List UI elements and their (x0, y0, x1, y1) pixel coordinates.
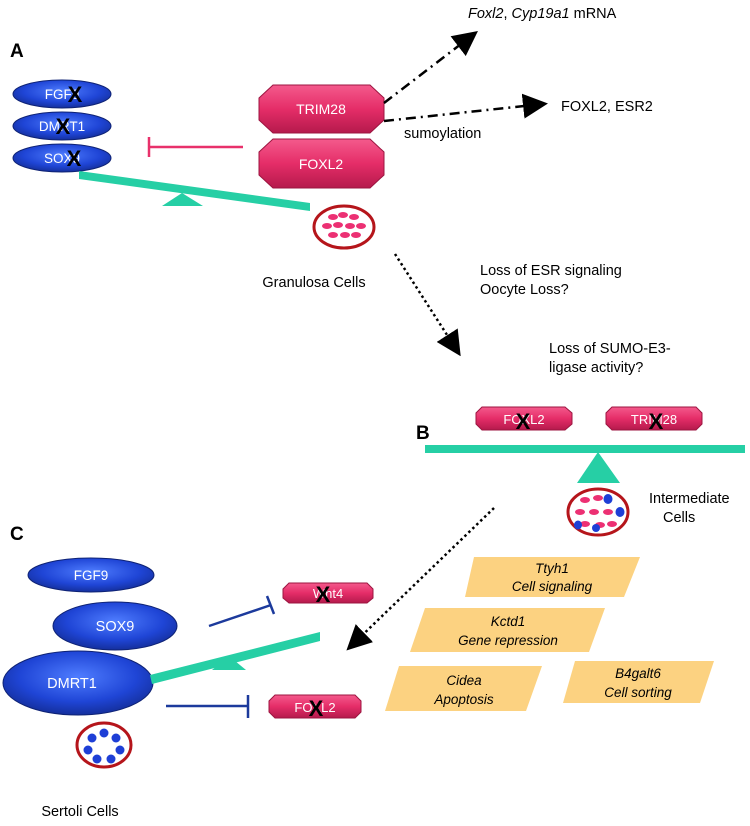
panel-label-a: A (10, 41, 24, 62)
intermediate-cells-line2: Cells (663, 510, 695, 526)
granulosa-cell-icon (312, 204, 376, 250)
transition2-line2: ligase activity? (549, 360, 643, 376)
panel-b-pill-foxl2: FOXL2 X (475, 406, 573, 434)
gene-name: Kctd1 (491, 614, 526, 629)
inhibition-arrow-wnt4 (208, 595, 276, 628)
balance-scale-c (150, 632, 320, 684)
panel-a-oval-fgf9: FGF9 X (12, 79, 112, 109)
gene-name: B4galt6 (615, 666, 661, 681)
inhibition-arrow-pink (147, 137, 243, 157)
gene-function: Gene repression (458, 633, 558, 648)
gene-box-b4galt6: B4galt6 Cell sorting (563, 661, 714, 703)
knockout-x-mark: X (516, 409, 531, 434)
intermediate-cells-line1: Intermediate (649, 491, 730, 507)
panel-c-pill-foxl2: FOXL2 X (268, 694, 362, 721)
fgf9-label: FGF9 (45, 87, 80, 102)
knockout-x-mark: X (649, 409, 664, 434)
dotted-arrow-a-to-b (393, 253, 461, 357)
panel-label-c: C (10, 524, 24, 545)
knockout-x-mark: X (56, 114, 71, 139)
proteins-label: FOXL2, ESR2 (561, 99, 653, 115)
mrna-label: Foxl2, Cyp19a1 mRNA (468, 6, 617, 22)
panel-c-oval-sox9: SOX9 (52, 601, 178, 651)
fgf9-label: FGF9 (74, 568, 109, 583)
panel-a-oval-dmrt1: DMRT1 X (12, 111, 112, 141)
balance-scale-a (79, 171, 310, 211)
panel-a-oval-sox9: SOX9 X (12, 143, 112, 173)
inhibition-arrow-foxl2 (166, 695, 250, 718)
panel-c-oval-fgf9: FGF9 (27, 557, 155, 593)
knockout-x-mark: X (309, 696, 324, 721)
sox9-label: SOX9 (96, 619, 135, 635)
gene-box-cidea: Cidea Apoptosis (385, 666, 542, 711)
panel-b-pill-trim28: TRIM28 X (605, 406, 703, 434)
gene-box-ttyh1: Ttyh1 Cell signaling (465, 557, 640, 597)
mrna-word: mRNA (574, 6, 617, 22)
sumoylation-label: sumoylation (404, 126, 481, 142)
foxl2-label: FOXL2 (294, 700, 335, 715)
dmrt1-label: DMRT1 (39, 119, 85, 134)
balance-scale-b (425, 445, 745, 483)
gene-name: Cidea (446, 673, 482, 688)
gene-function: Apoptosis (433, 692, 494, 707)
transition1-line2: Oocyte Loss? (480, 282, 569, 298)
dashdot-arrow-proteins (383, 93, 548, 123)
mrna-separator: , (503, 6, 507, 22)
gene-function: Cell signaling (512, 579, 593, 594)
transition1-line1: Loss of ESR signaling (480, 263, 622, 279)
gene-foxl2: Foxl2 (468, 6, 503, 22)
gene-function: Cell sorting (604, 685, 672, 700)
knockout-x-mark: X (67, 146, 82, 171)
foxl2-label: FOXL2 (503, 412, 544, 427)
dashdot-arrow-mrna (383, 30, 478, 104)
gene-cyp19a1: Cyp19a1 (512, 6, 570, 22)
dotted-arrow-b-to-c (346, 507, 495, 651)
intermediate-cell-icon (566, 487, 630, 537)
sertoli-cell-icon (75, 721, 133, 769)
gene-name: Ttyh1 (535, 561, 569, 576)
sertoli-cells-label: Sertoli Cells (41, 804, 118, 820)
transition2-line1: Loss of SUMO-E3- (549, 341, 671, 357)
knockout-x-mark: X (316, 582, 331, 607)
panel-label-b: B (416, 423, 430, 444)
gene-box-kctd1: Kctd1 Gene repression (410, 608, 605, 652)
sox9-label: SOX9 (44, 151, 80, 166)
foxl2-octagon: FOXL2 (258, 138, 385, 189)
knockout-x-mark: X (68, 82, 83, 107)
panel-c-pill-wnt4: Wnt4 X (282, 582, 374, 607)
granulosa-cells-label: Granulosa Cells (262, 275, 365, 291)
wnt4-label: Wnt4 (313, 586, 343, 601)
dmrt1-label: DMRT1 (47, 676, 97, 692)
trim28-label: TRIM28 (631, 412, 677, 427)
trim28-label: TRIM28 (296, 101, 346, 117)
panel-c-oval-dmrt1: DMRT1 (2, 650, 154, 716)
foxl2-label: FOXL2 (299, 156, 344, 172)
trim28-octagon: TRIM28 (258, 84, 385, 134)
